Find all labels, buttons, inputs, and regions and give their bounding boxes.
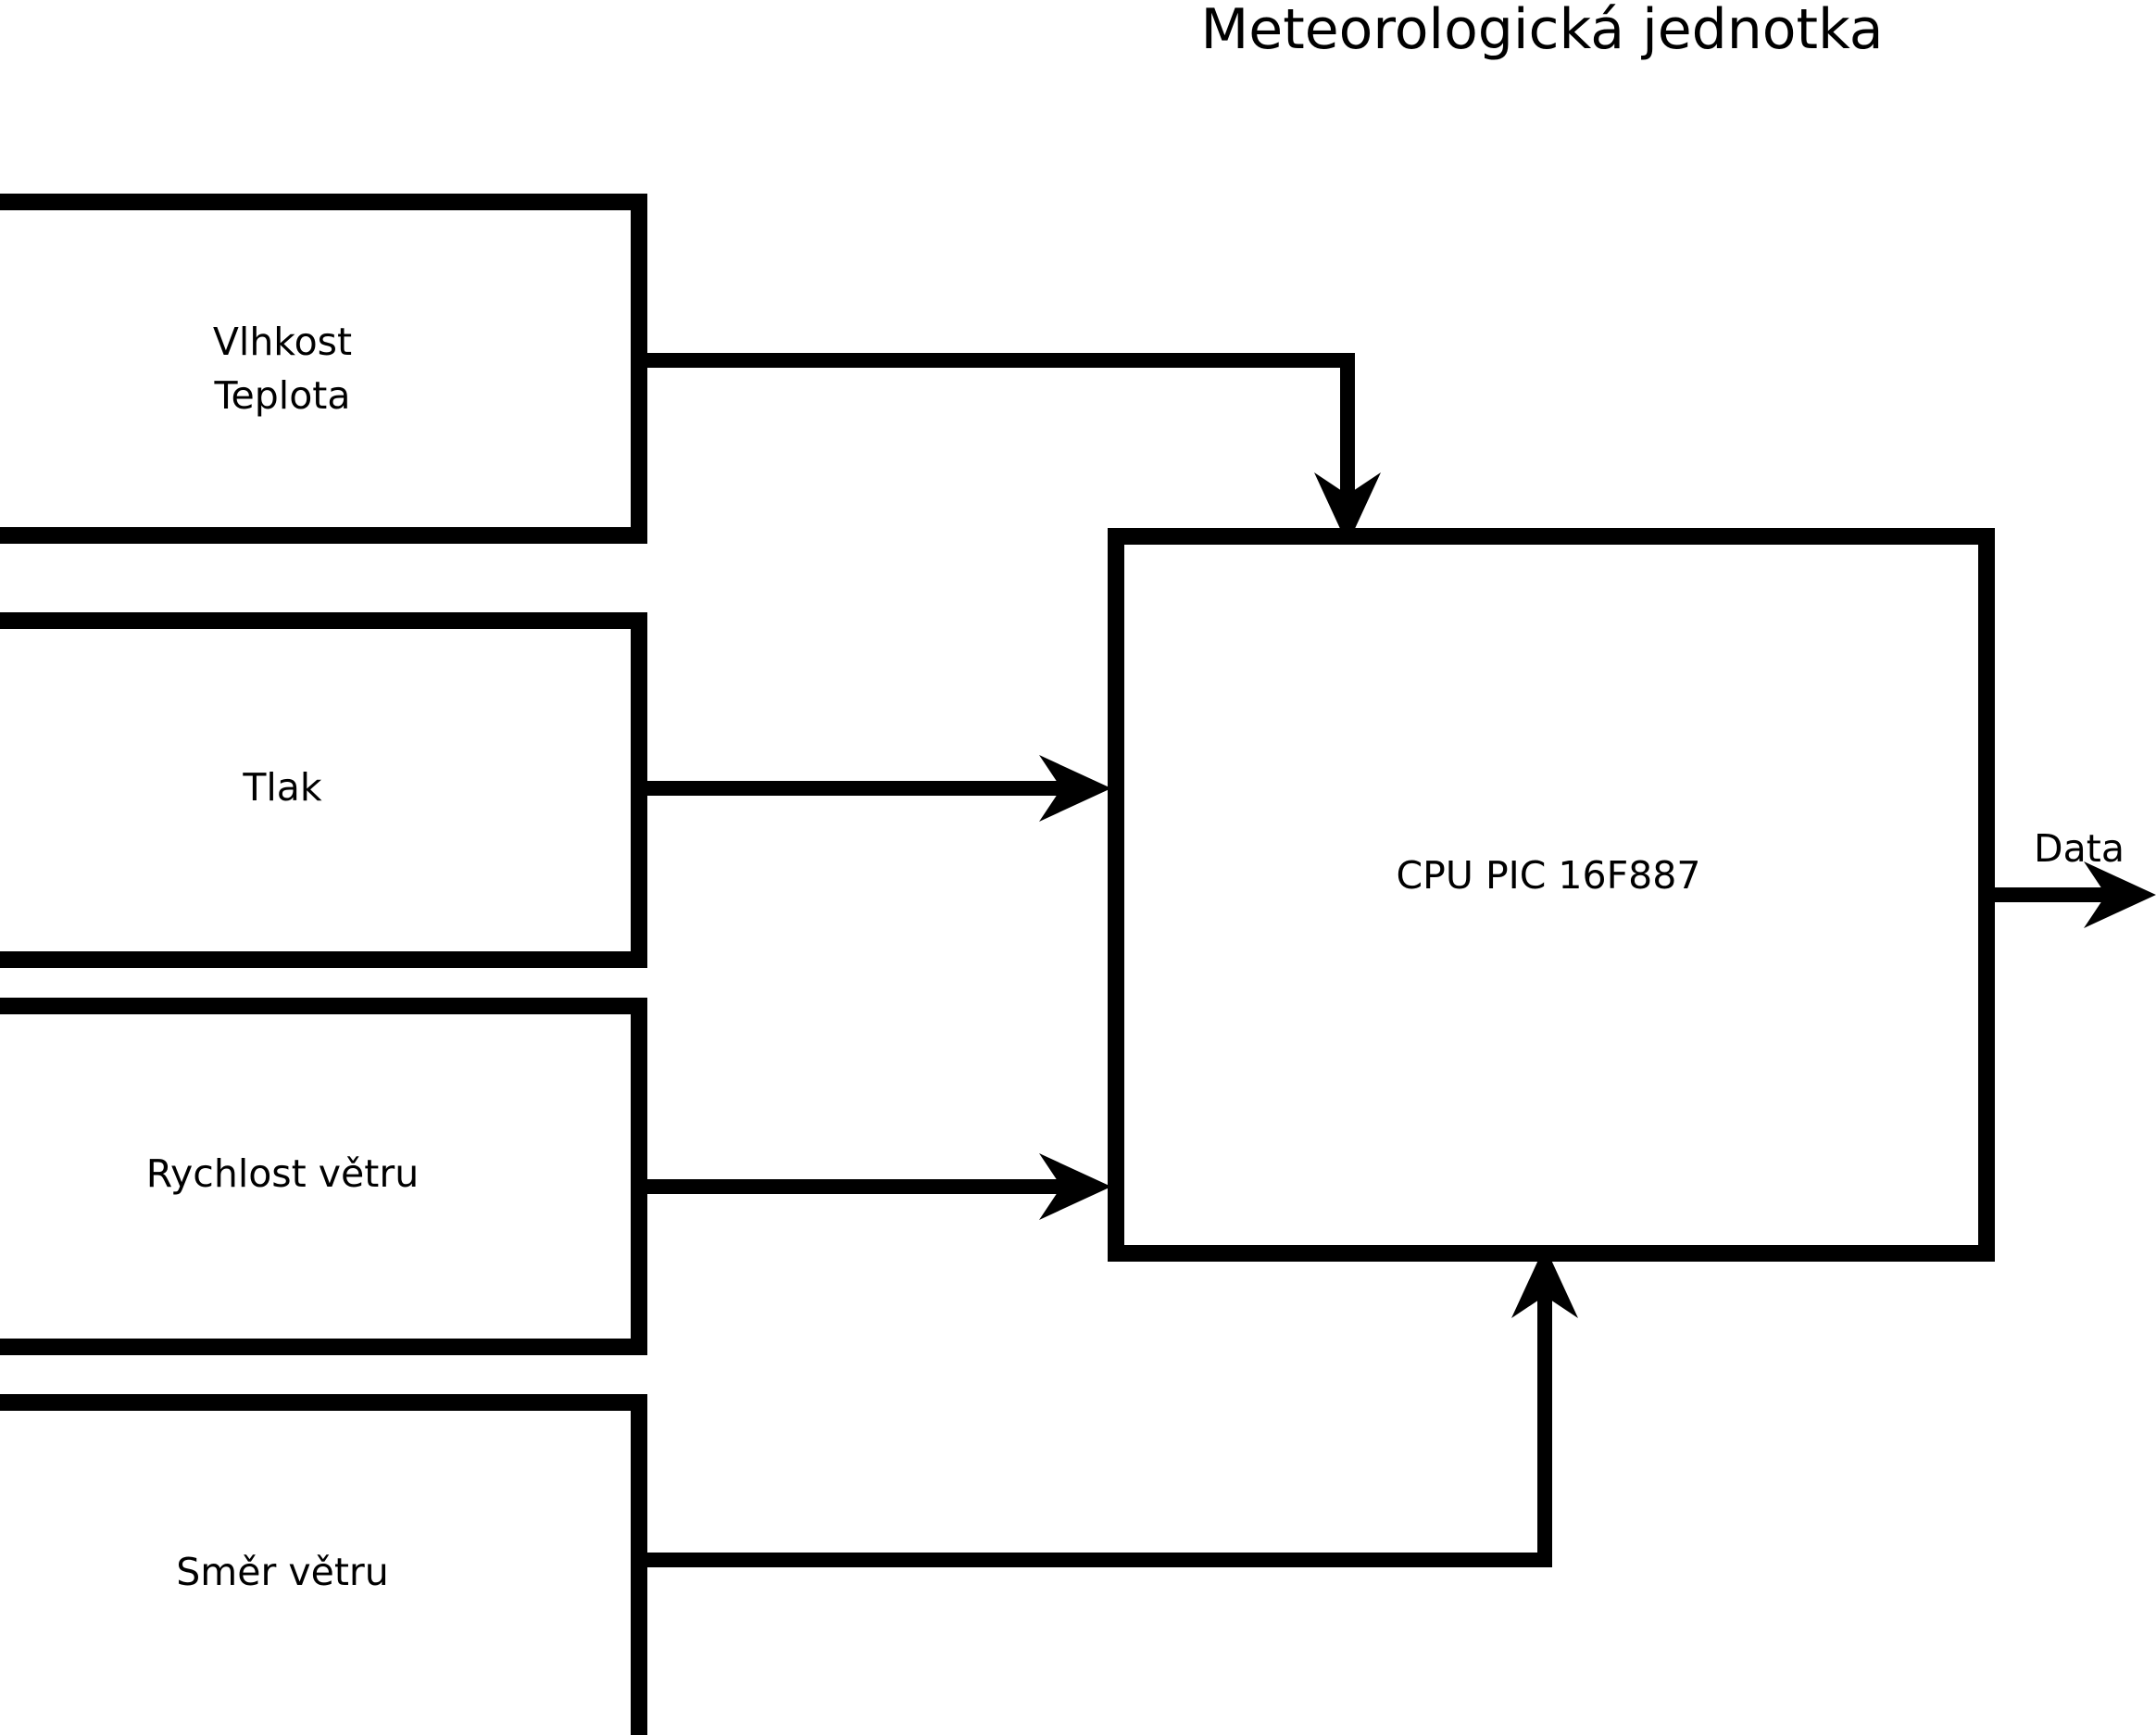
connector-wind-speed-to-cpu (639, 1153, 1111, 1220)
connector-humidity-to-cpu (639, 353, 1381, 545)
block-cpu-outline (1108, 528, 1995, 1262)
connector-wind-speed-to-cpu-arrowhead (1039, 1153, 1111, 1220)
block-wind-speed-outline (0, 998, 647, 1355)
block-humidity-temperature-label-line1: Vlhkost (213, 320, 352, 364)
connector-wind-direction-to-cpu (639, 1246, 1578, 1567)
connector-cpu-data-output-label: Data (2034, 826, 2125, 871)
connector-humidity-to-cpu-line (639, 353, 1355, 508)
block-humidity-temperature[interactable]: Vlhkost Teplota (0, 194, 647, 544)
block-humidity-temperature-label-line2: Teplota (213, 373, 350, 418)
block-wind-direction-label: Směr větru (176, 1550, 388, 1594)
block-wind-speed[interactable]: Rychlost větru (0, 998, 647, 1355)
diagram-title: Meteorologická jednotka (1201, 0, 1884, 62)
block-cpu[interactable]: CPU PIC 16F887 (1108, 528, 1995, 1262)
connector-cpu-data-output: Data (1987, 826, 2156, 928)
connector-humidity-to-cpu-arrowhead (1314, 472, 1381, 545)
block-pressure[interactable]: Tlak (0, 612, 647, 968)
connector-wind-direction-to-cpu-arrowhead (1511, 1246, 1578, 1318)
block-wind-direction-outline (0, 1394, 647, 1735)
connector-pressure-to-cpu (639, 755, 1111, 822)
block-cpu-label: CPU PIC 16F887 (1397, 853, 1701, 898)
block-wind-direction[interactable]: Směr větru (0, 1394, 647, 1735)
block-pressure-label: Tlak (242, 765, 322, 810)
block-humidity-temperature-outline (0, 194, 647, 544)
connector-wind-direction-to-cpu-line (639, 1283, 1552, 1567)
connector-pressure-to-cpu-arrowhead (1039, 755, 1111, 822)
block-wind-speed-label: Rychlost větru (146, 1151, 419, 1196)
connector-cpu-data-output-arrowhead (2084, 861, 2156, 928)
